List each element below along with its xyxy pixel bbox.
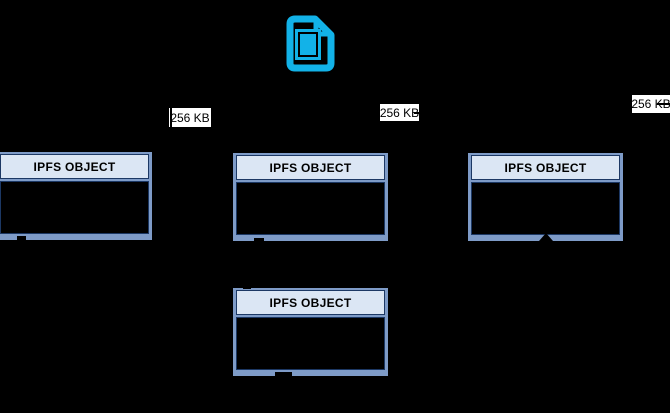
ipfs-object-title: IPFS OBJECT [504, 160, 587, 175]
leader-line-tick [170, 108, 172, 127]
file-icon [286, 15, 335, 72]
ipfs-object-header: IPFS OBJECT [236, 290, 385, 315]
ipfs-object-header: IPFS OBJECT [236, 155, 385, 180]
leader-line-tick [414, 112, 419, 114]
leader-line-tick [657, 103, 670, 105]
ipfs-object-body [236, 317, 385, 370]
ipfs-object-header: IPFS OBJECT [0, 154, 149, 179]
ipfs-object-body [471, 182, 620, 235]
ipfs-object-title: IPFS OBJECT [33, 159, 116, 174]
ipfs-object-box-4: IPFS OBJECT [233, 288, 388, 376]
ipfs-object-box-3: IPFS OBJECT [468, 153, 623, 241]
arrowhead-mark [17, 236, 26, 240]
chunk-size-label: 256 KB [380, 104, 419, 121]
ipfs-object-title: IPFS OBJECT [269, 160, 352, 175]
arrowhead-mark [243, 285, 251, 289]
chunk-size-text: 256 KB [170, 110, 210, 125]
ipfs-object-body [236, 182, 385, 235]
ipfs-object-body [0, 181, 149, 234]
chunk-size-text: 256 KB [379, 105, 420, 120]
ipfs-object-box-2: IPFS OBJECT [233, 153, 388, 241]
arrowhead-mark [539, 233, 553, 241]
ipfs-object-title: IPFS OBJECT [269, 295, 352, 310]
chunk-size-text: 256 KB [631, 97, 670, 111]
arrowhead-mark [254, 238, 264, 241]
chunk-size-label: 256 KB [169, 108, 211, 127]
chunk-size-label: 256 KB [631, 95, 670, 113]
arrowhead-mark [266, 285, 279, 288]
ipfs-object-header: IPFS OBJECT [471, 155, 620, 180]
arrowhead-mark [275, 372, 292, 377]
ipfs-object-box-1: IPFS OBJECT [0, 152, 152, 240]
